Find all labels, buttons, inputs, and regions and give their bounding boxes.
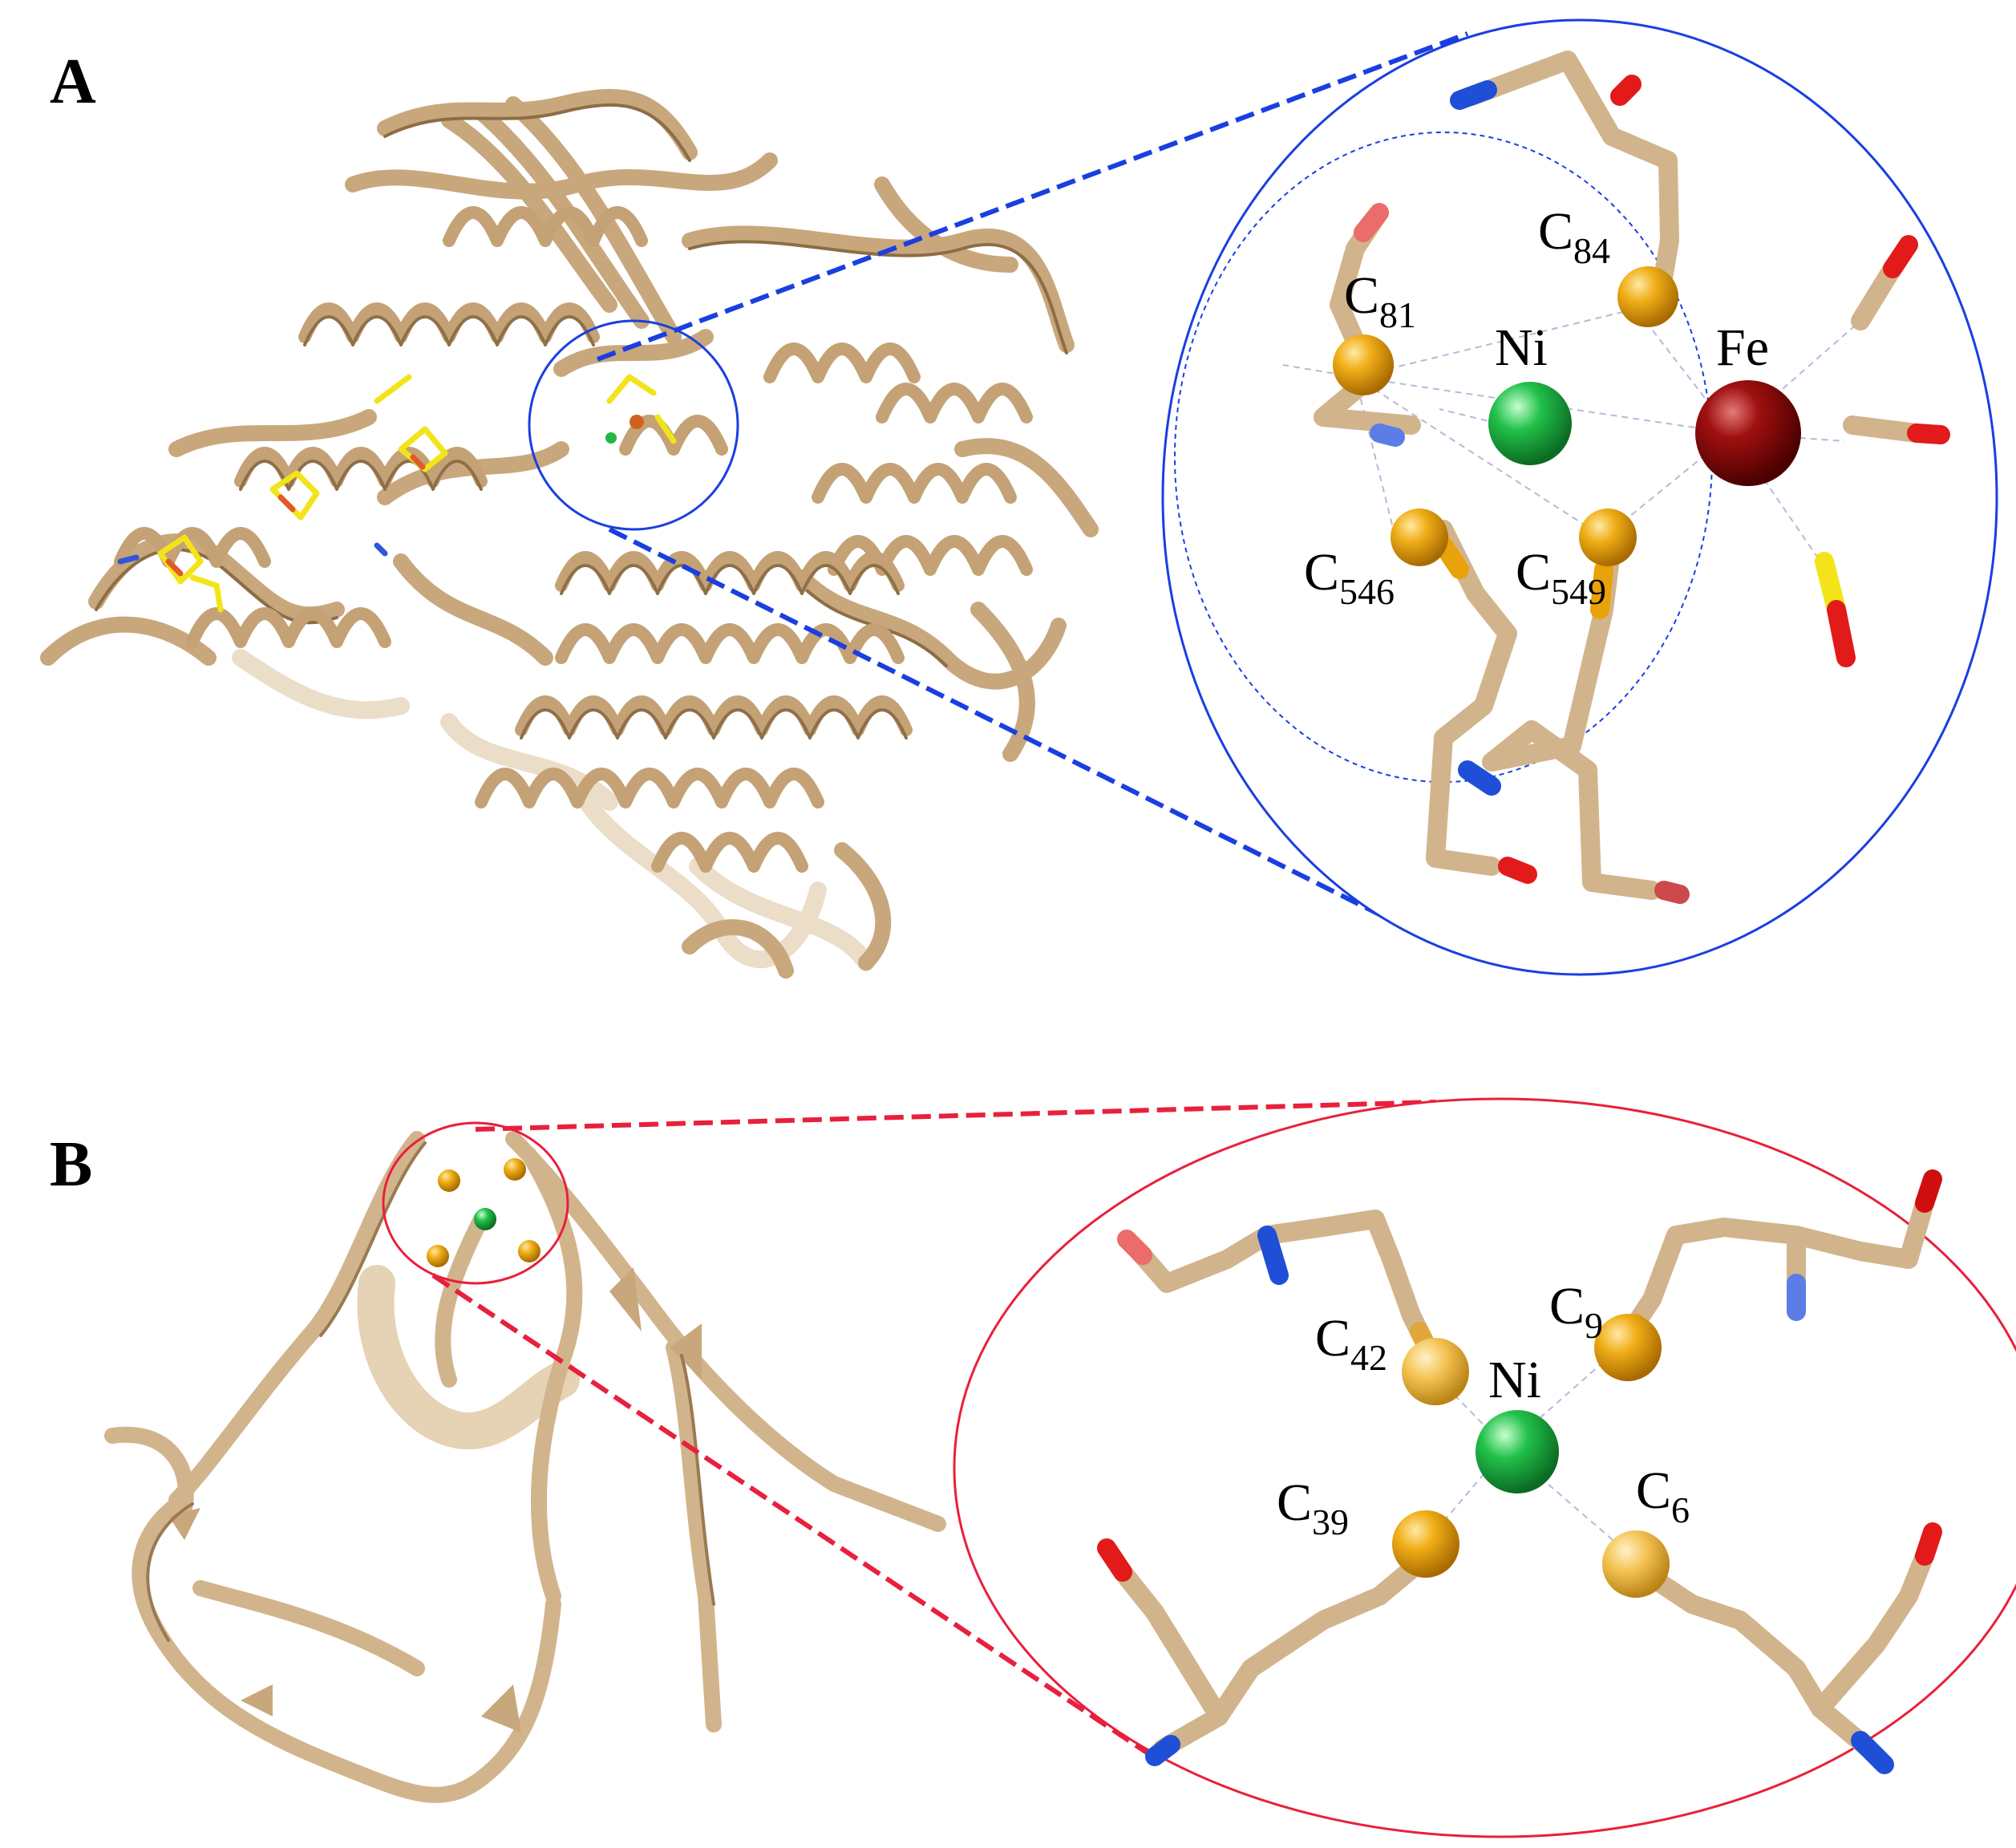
overview-sulfur-1	[438, 1169, 460, 1192]
residue-c39-backbone	[1153, 1546, 1437, 1758]
overview-iron-atom	[629, 415, 644, 429]
nickel-atom	[1488, 382, 1572, 465]
label-c81: C81	[1344, 266, 1416, 335]
tip-nitrogen-c81	[1370, 424, 1405, 447]
residue-c546-backbone	[1426, 520, 1517, 876]
panel-b-zoom-line-bottom	[431, 1273, 1148, 1755]
sulfur-atom-c84	[1617, 266, 1678, 327]
panel-b-back-ribbon	[357, 1265, 580, 1449]
tip-nitrogen-c6	[1851, 1731, 1894, 1774]
panel-b-ribbon	[104, 1131, 946, 1803]
panel-a-zoom-line-bottom	[608, 527, 1389, 921]
panel-b-stick-bonds	[1113, 1194, 1934, 1758]
sulfur-atom-c549	[1579, 509, 1637, 566]
panel-b-inset: C9 C42 C39 C6 Ni	[953, 1097, 2016, 1838]
sulfur-atom-c42	[1402, 1338, 1469, 1405]
sulfur-atom-c9	[1594, 1314, 1662, 1381]
panel-a: A	[40, 18, 1998, 979]
tip-oxygen-c84	[1610, 75, 1642, 106]
tip-oxygen-c39	[1097, 1538, 1132, 1582]
label-c546: C546	[1304, 543, 1395, 612]
tip-nitrogen-c42	[1257, 1226, 1289, 1285]
panel-a-selection-circle	[528, 319, 739, 531]
label-c549: C549	[1516, 543, 1606, 612]
label-ni: Ni	[1495, 318, 1548, 377]
label-c6: C6	[1636, 1461, 1690, 1530]
tip-oxygen-fe-upper	[1883, 235, 1918, 278]
panel-b-overview-site	[427, 1158, 540, 1267]
panel-b-letter: B	[50, 1129, 92, 1200]
tip-oxygen-c9	[1915, 1169, 1942, 1213]
tip-nitrogen-c39	[1145, 1735, 1180, 1766]
sulfur-atom-c6	[1602, 1530, 1670, 1598]
fe-ligand-right	[1843, 415, 1926, 443]
sulfur-atom-c546	[1391, 509, 1448, 566]
panel-a-helices	[114, 206, 1033, 873]
label-c42: C42	[1315, 1309, 1387, 1378]
panel-b-ribbon-edges	[146, 1141, 715, 1642]
panel-b-selection-circle	[382, 1121, 569, 1285]
tip-nitrogen-c546	[1458, 760, 1501, 796]
panel-a-letter: A	[50, 47, 96, 117]
residue-c549-backbone	[1482, 536, 1662, 900]
panel-a-ligand-sticks	[117, 374, 677, 613]
tip-oxygen-fe-right	[1907, 424, 1950, 444]
overview-sulfur-4	[518, 1240, 540, 1262]
panel-a-bond-tips	[1354, 75, 1950, 904]
tip-nitrogen-c84	[1450, 80, 1497, 110]
overview-nickel-atom	[605, 432, 617, 444]
label-c9: C9	[1549, 1277, 1603, 1346]
panel-a-protein-overview	[40, 88, 1099, 979]
tip-oxygen-fe-lower	[1827, 600, 1856, 667]
label-c84: C84	[1538, 202, 1610, 271]
residue-c84-backbone	[1462, 51, 1679, 306]
tip-oxygen-c42	[1117, 1230, 1152, 1265]
residue-c39-branch	[1113, 1562, 1229, 1726]
label-fe: Fe	[1716, 318, 1769, 377]
tip-oxygen-c549	[1654, 881, 1690, 904]
sulfur-atom-c39	[1392, 1510, 1459, 1578]
residue-c6-backbone	[1634, 1562, 1878, 1758]
tip-sulfur-c546	[1434, 536, 1469, 579]
nickel-atom-b	[1476, 1410, 1559, 1493]
overview-sulfur-3	[427, 1245, 449, 1267]
residue-c42-backbone	[1129, 1210, 1445, 1373]
label-ni-b: Ni	[1488, 1351, 1541, 1409]
tip-oxygen-c6	[1915, 1522, 1942, 1566]
panel-a-helix-row	[114, 206, 1033, 873]
panel-b-protein-overview	[104, 1131, 946, 1803]
tip-sulfur-c549	[1590, 560, 1613, 619]
overview-sulfur-2	[504, 1158, 526, 1181]
panel-a-overview-active-site	[605, 415, 644, 444]
fe-ligand-upper	[1851, 259, 1902, 330]
panel-a-zoom-line-top	[596, 31, 1469, 362]
residue-c9-backbone	[1610, 1194, 1934, 1357]
panel-a-helix-shading	[239, 315, 908, 740]
overview-nickel-atom	[474, 1208, 496, 1230]
tip-oxygen-c546	[1498, 857, 1537, 884]
panel-a-inset: C84 C81 C546 C549 Ni Fe	[1161, 18, 1998, 976]
panel-a-inset-outer-circle	[1161, 18, 1998, 976]
label-c39: C39	[1277, 1473, 1349, 1542]
iron-atom	[1695, 380, 1801, 486]
panel-b: B	[50, 1097, 2016, 1838]
residue-c6-branch	[1811, 1546, 1934, 1718]
sulfur-atom-c81	[1333, 334, 1394, 395]
tip-oxygen-c81	[1354, 203, 1389, 242]
panel-b-zoom-line-top	[475, 1100, 1436, 1132]
